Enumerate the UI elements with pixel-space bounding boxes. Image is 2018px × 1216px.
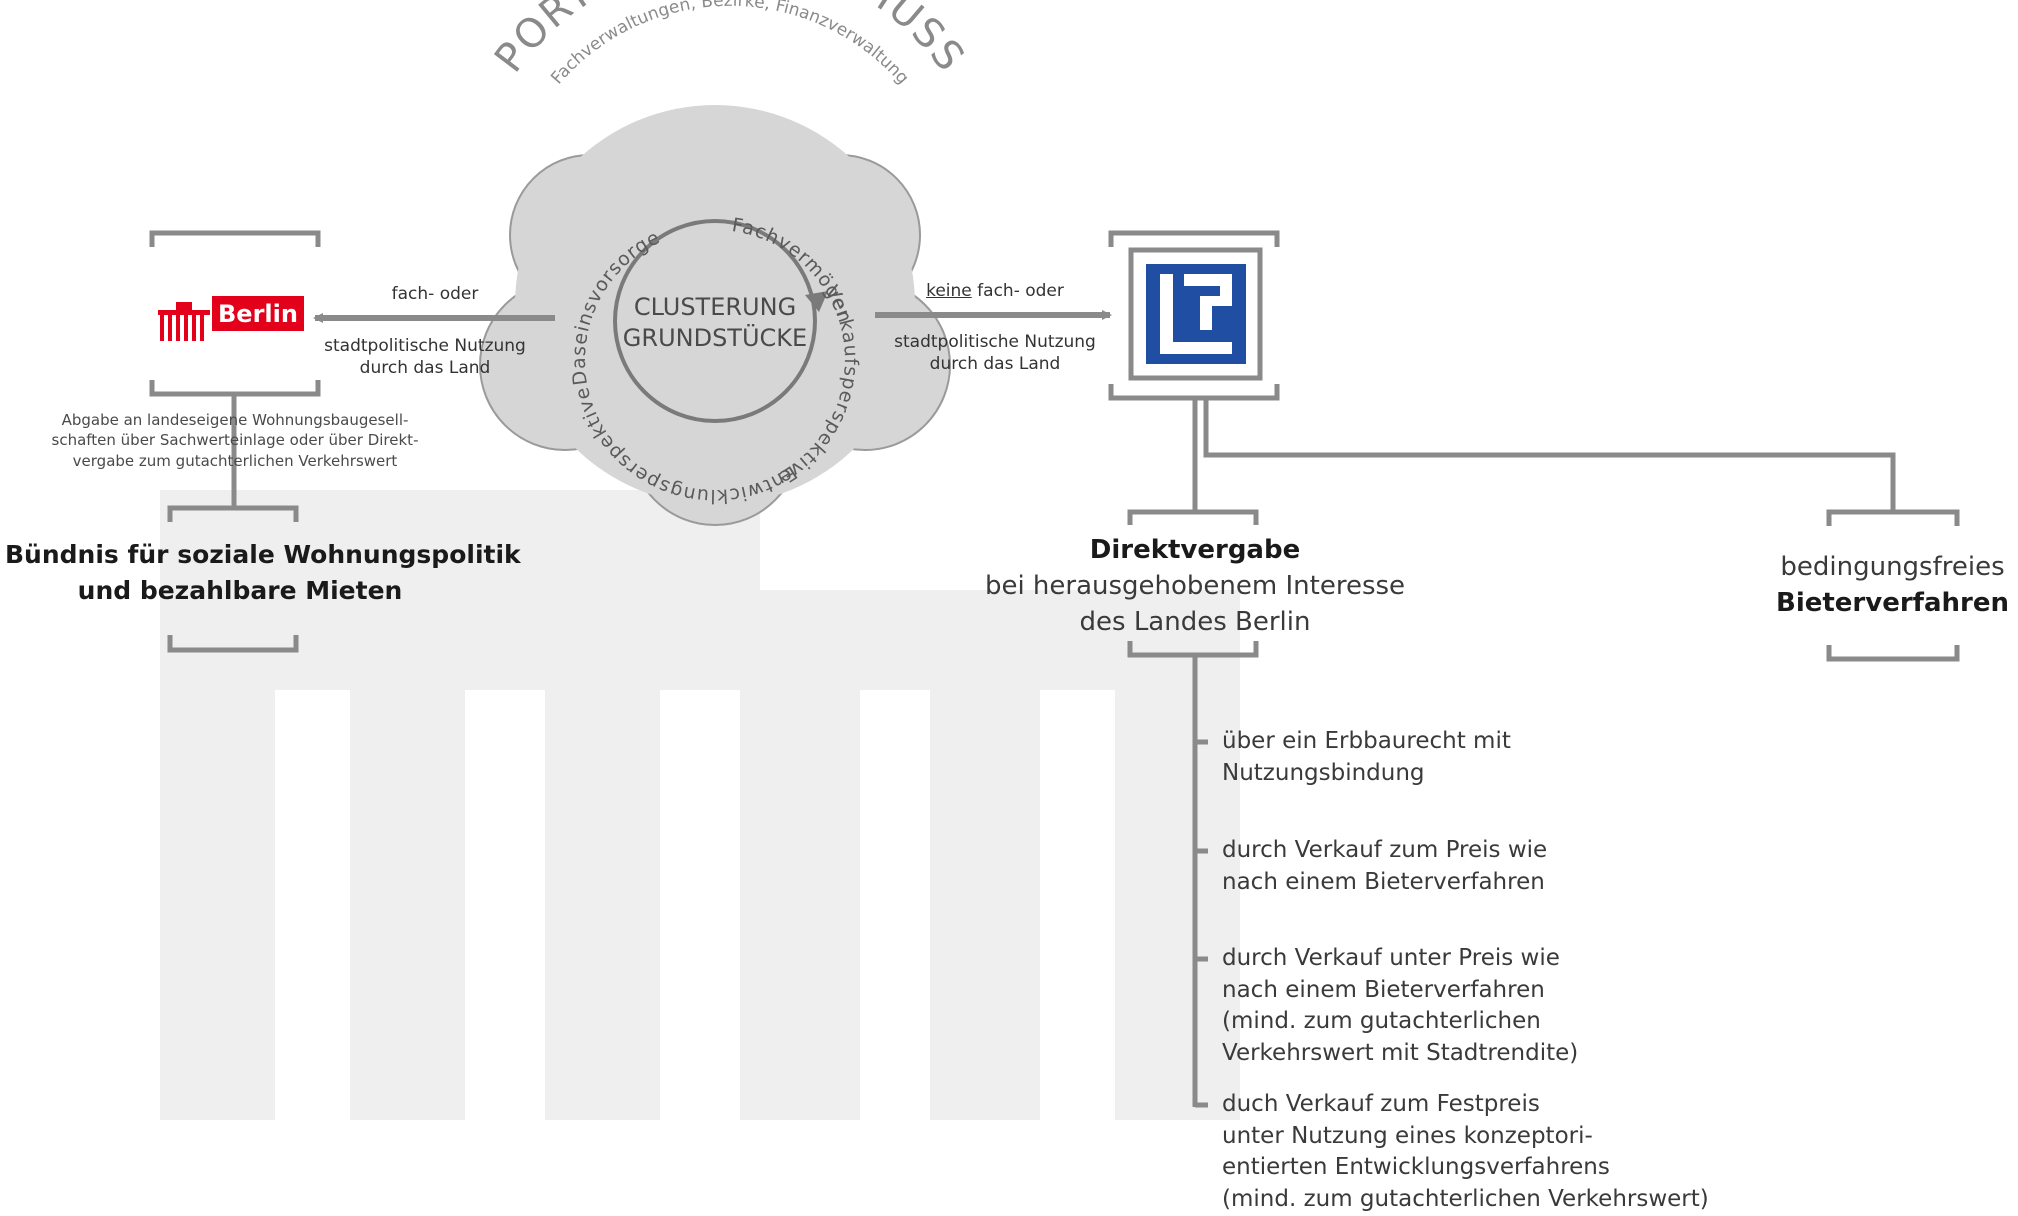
option-3-line4: Verkehrswert mit Stadtrendite)	[1222, 1040, 1579, 1067]
cycle-ring	[613, 219, 817, 423]
bieter-line2: Bieterverfahren	[1776, 588, 2009, 619]
buendnis-line1: Bündnis für soziale Wohnungspolitik	[5, 540, 521, 569]
option-4-line3: entierten Entwicklungsverfahrens	[1222, 1154, 1610, 1181]
berlin-logo: Berlin	[158, 296, 304, 341]
options-tree	[1192, 655, 1208, 1108]
bieter-label: bedingungsfreies Bieterverfahren	[1770, 549, 2015, 622]
option-4-line4: (mind. zum gutachterlichen Verkehrswert)	[1222, 1186, 1709, 1213]
option-2-line1: durch Verkauf zum Preis wie	[1222, 837, 1548, 863]
direktvergabe-title: Direktvergabe	[1089, 535, 1301, 565]
right-arrow-label-1: keine fach- oder	[880, 280, 1110, 302]
option-3-line3: (mind. zum gutachterlichen	[1222, 1008, 1541, 1035]
option-4-line1: duch Verkauf zum Festpreis	[1222, 1091, 1540, 1117]
cluster-center-label: CLUSTERUNG GRUNDSTÜCKE	[615, 292, 815, 354]
gate-background	[160, 490, 1240, 1120]
abgabe-line2: schaften über Sachwerteinlage oder über …	[51, 431, 419, 450]
option-3-line1: durch Verkauf unter Preis wie	[1222, 945, 1560, 971]
right-arrow-line1-rest: fach- oder	[971, 281, 1064, 301]
option-1-line1: über ein Erbbaurecht mit	[1222, 728, 1511, 754]
direktvergabe-line2: bei herausgehobenem Interesse	[984, 570, 1406, 601]
direktvergabe-label: Direktvergabe bei herausgehobenem Intere…	[980, 533, 1410, 641]
right-arrow-line3: durch das Land	[929, 354, 1061, 375]
left-arrow-label-1: fach- oder	[391, 284, 479, 304]
bim-logo	[1128, 247, 1263, 381]
right-arrow-line2: stadtpolitische Nutzung	[894, 332, 1096, 352]
cycle-arrowhead-icon	[805, 291, 828, 312]
bieter-line1: bedingungsfreies	[1780, 552, 2005, 582]
option-verkauf-preis: durch Verkauf zum Preis wie nach einem B…	[1222, 835, 1547, 898]
abgabe-line1: Abgabe an landeseigene Wohnungsbaugesell…	[61, 411, 409, 429]
buendnis-bracket	[167, 505, 299, 653]
direktvergabe-line3: des Landes Berlin	[1079, 606, 1311, 637]
left-arrow-label-2: stadtpolitische Nutzung durch das Land	[300, 335, 550, 379]
buendnis-label: Bündnis für soziale Wohnungspolitik und …	[5, 537, 521, 610]
option-3-line2: nach einem Bieterverfahren	[1222, 976, 1545, 1003]
cloud-core	[519, 109, 911, 501]
option-1-line2: Nutzungsbindung	[1222, 759, 1425, 786]
berlin-logo-text: Berlin	[218, 300, 298, 328]
option-festpreis: duch Verkauf zum Festpreis unter Nutzung…	[1222, 1089, 1709, 1216]
option-4-line2: unter Nutzung eines konzeptori-	[1222, 1122, 1593, 1149]
option-verkauf-unter-preis: durch Verkauf unter Preis wie nach einem…	[1222, 943, 1578, 1070]
bieter-bracket	[1826, 509, 1960, 662]
option-2-line2: nach einem Bieterverfahren	[1222, 868, 1545, 895]
cluster-center-line1: CLUSTERUNG	[633, 293, 797, 321]
option-erbbaurecht: über ein Erbbaurecht mit Nutzungsbindung	[1222, 726, 1511, 789]
portfolio-subtitle: Fachverwaltungen, Bezirke, Finanzverwalt…	[547, 0, 912, 88]
buendnis-line2: und bezahlbare Mieten	[77, 576, 403, 606]
abgabe-line3: vergabe zum gutachterlichen Verkehrswert	[72, 451, 398, 470]
right-arrow-label-2: stadtpolitische Nutzung durch das Land	[880, 331, 1110, 375]
right-arrow-keine: keine	[926, 281, 972, 301]
left-arrow-line2: stadtpolitische Nutzung	[324, 336, 526, 356]
bim-to-bieter-connector	[1203, 398, 1896, 512]
abgabe-text: Abgabe an landeseigene Wohnungsbaugesell…	[25, 410, 445, 471]
cluster-center-line2: GRUNDSTÜCKE	[622, 324, 808, 353]
left-arrow-line3: durch das Land	[359, 358, 491, 379]
